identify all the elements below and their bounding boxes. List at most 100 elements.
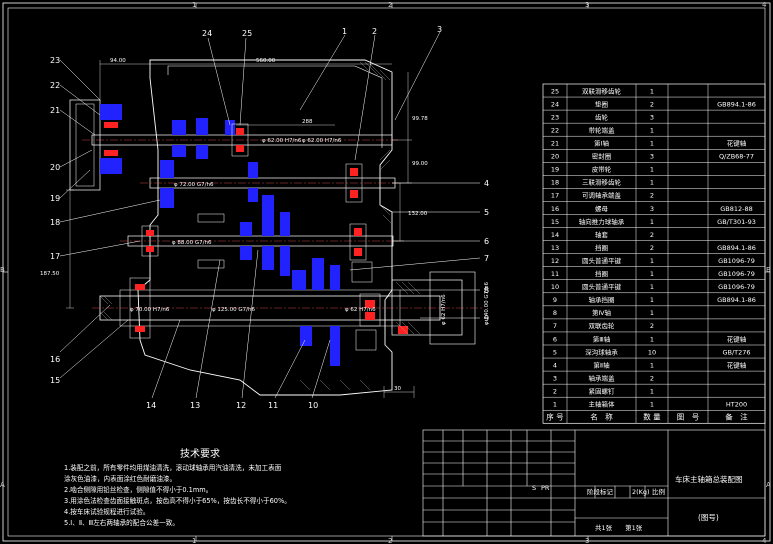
fit-label-2: φ 62.00 H7/n6 (302, 138, 342, 144)
dim-132: 132.00 (408, 211, 428, 217)
dim-94: 94.00 (110, 58, 126, 64)
bom-cell-note: GB1096-79 (718, 257, 755, 265)
bom-cell-name: 齿轮 (595, 112, 609, 121)
edge-bottom-1: 1 (192, 537, 196, 544)
edge-top-1: 1 (192, 1, 196, 9)
requirement-line-6: 5.Ⅰ、Ⅱ、Ⅲ左右两轴承的配合公差一致。 (64, 518, 179, 527)
callout-3: 3 (437, 25, 442, 34)
edge-left-a: A (0, 481, 5, 489)
bom-cell-no: 14 (551, 231, 559, 239)
bom-cell-qty: 1 (650, 387, 654, 395)
callout-17: 17 (50, 252, 60, 261)
callout-2: 2 (372, 27, 377, 36)
dim-9978: 99.78 (412, 116, 428, 122)
requirement-line-2: 涂灰色油漆，内表面涂红色耐磨油漆。 (64, 474, 176, 483)
callout-18: 18 (50, 218, 60, 227)
bom-cell-qty: 2 (650, 244, 654, 252)
requirement-line-1: 1.装配之前，所有零件均用煤油清洗，滚动球轴承用汽油清洗，未加工表面 (64, 463, 282, 472)
bom-cell-name: 轴承挡圈 (589, 295, 615, 304)
callout-21: 21 (50, 106, 60, 115)
requirement-line-3: 2.啮合侧隙用铅丝检查，侧隙值不得小于0.1mm。 (64, 485, 212, 494)
bom-cell-note: GB812-88 (720, 205, 753, 213)
callout-4: 4 (484, 179, 489, 188)
callout-11: 11 (268, 401, 278, 410)
bom-cell-no: 1 (553, 401, 557, 409)
bom-cell-name: 可调轴承端盖 (582, 191, 622, 200)
bom-cell-name: 第Ⅲ轴 (593, 334, 611, 343)
fit-label-4: φ 88.00 G7/h6 (172, 240, 212, 246)
bom-cell-name: 轴向推力球轴承 (579, 217, 625, 226)
callout-16: 16 (50, 355, 60, 364)
bom-cell-no: 10 (551, 283, 559, 291)
fit-label-5: φ 70.00 H7/n6 (130, 307, 170, 313)
edge-top-2: 2 (388, 1, 392, 9)
bom-cell-note: GB894.1-86 (717, 100, 756, 108)
bom-cell-name: 轴承端盖 (589, 373, 616, 382)
bom-cell-no: 23 (551, 113, 559, 121)
bom-cell-qty: 1 (650, 166, 654, 174)
callout-1: 1 (342, 27, 347, 36)
bom-cell-no: 13 (551, 244, 559, 252)
bom-cell-qty: 1 (650, 218, 654, 226)
title-block (422, 429, 766, 537)
bom-cell-no: 15 (551, 218, 559, 226)
bom-cell-name: 第Ⅰ轴 (594, 139, 609, 148)
fit-label-3: φ 72.00 G7/h6 (174, 182, 214, 188)
bearing-cages (129, 123, 381, 351)
bom-cell-no: 17 (551, 192, 559, 200)
bom-cell-qty: 3 (650, 153, 654, 161)
bom-cell-qty: 1 (650, 87, 654, 95)
center-lines (82, 139, 482, 309)
bom-header-cell: 备 注 (725, 412, 748, 422)
callout-7: 7 (484, 254, 489, 263)
bom-cell-note: 花键轴 (727, 360, 747, 369)
bom-cell-qty: 3 (650, 205, 654, 213)
dim-9900: 99.00 (412, 161, 428, 167)
edge-bottom-4: 4 (762, 537, 767, 544)
bom-cell-no: 3 (553, 374, 557, 382)
drawing-number: (图号) (698, 513, 719, 522)
bom-cell-note: GB/T301-93 (717, 218, 756, 226)
bom-cell-note: GB894.1-86 (717, 244, 756, 252)
bom-cell-name: 三联滑移齿轮 (582, 178, 622, 187)
stage-label: 阶段标记 (587, 487, 614, 496)
bom-cell-no: 24 (551, 100, 559, 108)
bom-cell-qty: 1 (650, 270, 654, 278)
fit-label-6: φ 125.00 G7/h6 (212, 307, 255, 313)
requirements-title: 技术要求 (180, 447, 220, 460)
bom-cell-note: GB/T276 (722, 348, 750, 356)
bom-cell-qty: 1 (650, 283, 654, 291)
bom-cell-note: Q/ZB68-77 (719, 153, 754, 161)
bom-cell-no: 6 (553, 335, 557, 343)
bom-cell-no: 19 (551, 166, 559, 174)
bom-cell-qty: 1 (650, 140, 654, 148)
bom-cell-name: 皮带轮 (592, 165, 612, 174)
bom-cell-qty: 1 (650, 257, 654, 265)
edge-right-a: A (766, 481, 771, 489)
bom-cell-name: 第Ⅱ轴 (593, 360, 610, 369)
callout-6: 6 (484, 237, 489, 246)
bom-cell-name: 螺母 (595, 204, 609, 213)
dimension-lines (66, 60, 415, 398)
bom-cell-no: 11 (551, 270, 559, 278)
sheet-info: 共1张 第1张 (595, 523, 643, 532)
dim-288: 288 (302, 119, 313, 125)
bom-cell-name: 轴套 (595, 230, 609, 239)
bom-cell-qty: 3 (650, 113, 654, 121)
callout-12: 12 (236, 401, 246, 410)
bom-cell-note: GB1096-79 (718, 283, 755, 291)
bom-cell-qty: 1 (650, 296, 654, 304)
bom-cell-note: GB1096-79 (718, 270, 755, 278)
bom-cell-qty: 1 (650, 126, 654, 134)
bom-cell-name: 圆头普通平键 (582, 256, 622, 265)
bom-cell-qty: 2 (650, 192, 654, 200)
bom-cell-no: 25 (551, 87, 559, 95)
bom-cell-name: 双联滑移齿轮 (582, 86, 622, 95)
fit-label-1: φ 62.00 H7/n6 (262, 138, 302, 144)
callout-19: 19 (50, 194, 60, 203)
edge-bottom-2: 2 (388, 537, 392, 544)
edge-right-b: B (766, 266, 771, 274)
bom-cell-no: 8 (553, 309, 557, 317)
